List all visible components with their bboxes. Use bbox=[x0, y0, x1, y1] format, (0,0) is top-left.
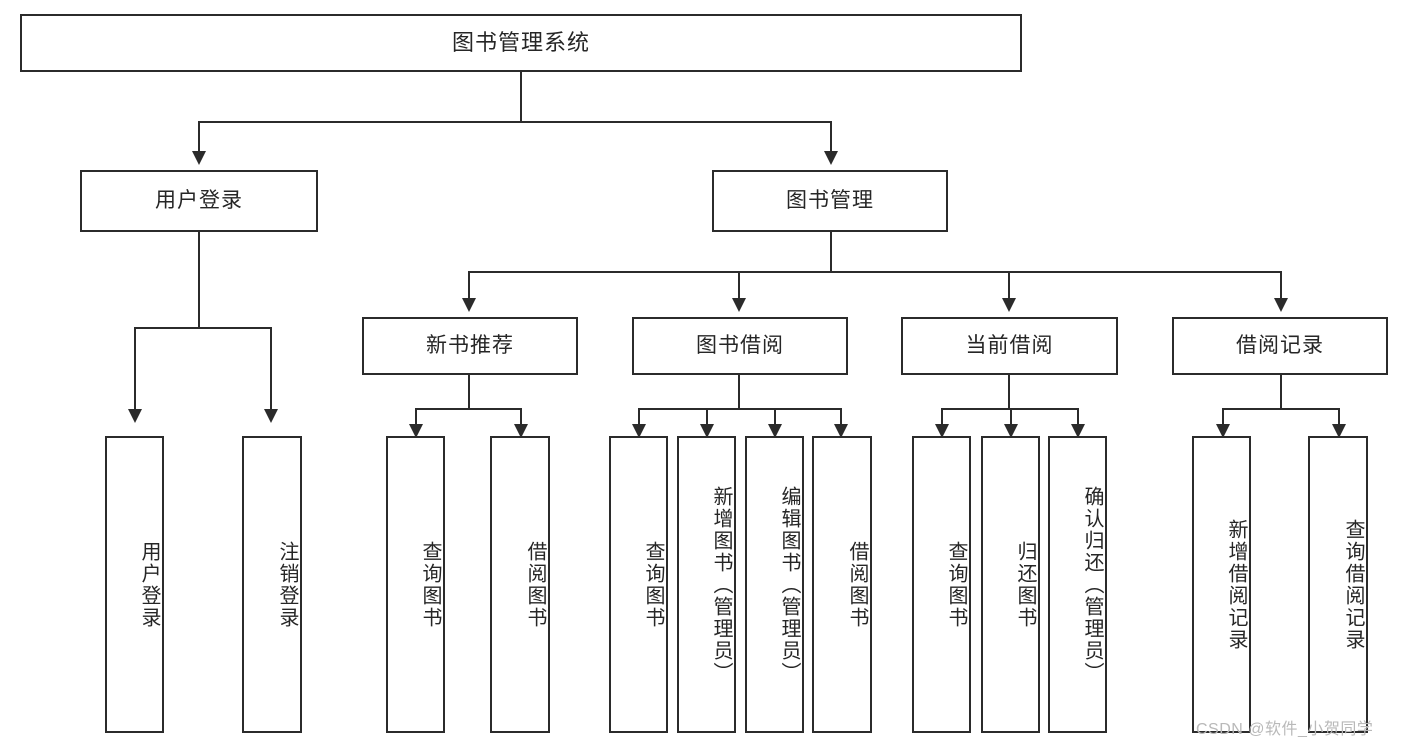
connector-current-borrow-drop-3 bbox=[1077, 408, 1079, 425]
arrowhead-to-book-manage bbox=[824, 151, 838, 165]
connector-root-drop-left bbox=[198, 121, 200, 151]
connector-new-book-drop-1 bbox=[415, 408, 417, 425]
arrowhead-to-leaf-user-login-1 bbox=[128, 409, 142, 423]
connector-book-manage-drop-1 bbox=[468, 271, 470, 298]
arrowhead-to-current-borrow bbox=[1002, 298, 1016, 312]
connector-root-bus bbox=[198, 121, 832, 123]
connector-borrow-record-drop-2 bbox=[1338, 408, 1340, 425]
connector-book-manage-stem bbox=[830, 232, 832, 272]
connector-book-manage-bus bbox=[468, 271, 1280, 273]
leaf-book-borrow-edit[interactable]: 编辑图书（管理员） bbox=[745, 436, 804, 733]
connector-current-borrow-drop-1 bbox=[941, 408, 943, 425]
arrowhead-to-leaf-borrow-record-1 bbox=[1216, 424, 1230, 438]
node-book-borrow[interactable]: 图书借阅 bbox=[632, 317, 848, 375]
node-user-login[interactable]: 用户登录 bbox=[80, 170, 318, 232]
arrowhead-to-new-book-recommend bbox=[462, 298, 476, 312]
arrowhead-to-leaf-book-borrow-4 bbox=[834, 424, 848, 438]
connector-user-login-bus bbox=[134, 327, 272, 329]
arrowhead-to-leaf-book-borrow-3 bbox=[768, 424, 782, 438]
node-new-book-recommend[interactable]: 新书推荐 bbox=[362, 317, 578, 375]
arrowhead-to-leaf-new-book-1 bbox=[409, 424, 423, 438]
connector-current-borrow-stem bbox=[1008, 375, 1010, 409]
leaf-book-borrow-query[interactable]: 查询图书 bbox=[609, 436, 668, 733]
arrowhead-to-leaf-user-login-2 bbox=[264, 409, 278, 423]
leaf-book-borrow-borrow[interactable]: 借阅图书 bbox=[812, 436, 872, 733]
connector-book-borrow-drop-4 bbox=[840, 408, 842, 425]
leaf-current-borrow-confirm[interactable]: 确认归还（管理员） bbox=[1048, 436, 1107, 733]
connector-borrow-record-drop-1 bbox=[1222, 408, 1224, 425]
node-current-borrow[interactable]: 当前借阅 bbox=[901, 317, 1118, 375]
connector-borrow-record-bus bbox=[1222, 408, 1340, 410]
arrowhead-to-leaf-book-borrow-2 bbox=[700, 424, 714, 438]
connector-book-borrow-drop-2 bbox=[706, 408, 708, 425]
connector-user-login-drop-2 bbox=[270, 327, 272, 409]
connector-book-borrow-drop-3 bbox=[774, 408, 776, 425]
arrowhead-to-leaf-current-borrow-2 bbox=[1004, 424, 1018, 438]
leaf-new-book-query[interactable]: 查询图书 bbox=[386, 436, 445, 733]
arrowhead-to-borrow-record bbox=[1274, 298, 1288, 312]
arrowhead-to-leaf-borrow-record-2 bbox=[1332, 424, 1346, 438]
leaf-user-login-login[interactable]: 用户登录 bbox=[105, 436, 164, 733]
connector-root-stem bbox=[520, 72, 522, 122]
connector-user-login-stem bbox=[198, 232, 200, 328]
connector-borrow-record-stem bbox=[1280, 375, 1282, 409]
arrowhead-to-leaf-new-book-2 bbox=[514, 424, 528, 438]
connector-book-borrow-drop-1 bbox=[638, 408, 640, 425]
arrowhead-to-user-login bbox=[192, 151, 206, 165]
arrowhead-to-leaf-current-borrow-3 bbox=[1071, 424, 1085, 438]
connector-book-borrow-bus bbox=[638, 408, 842, 410]
connector-new-book-bus bbox=[415, 408, 522, 410]
connector-new-book-drop-2 bbox=[520, 408, 522, 425]
node-book-manage[interactable]: 图书管理 bbox=[712, 170, 948, 232]
leaf-user-login-logout[interactable]: 注销登录 bbox=[242, 436, 302, 733]
leaf-new-book-borrow[interactable]: 借阅图书 bbox=[490, 436, 550, 733]
connector-user-login-drop-1 bbox=[134, 327, 136, 409]
connector-book-manage-drop-3 bbox=[1008, 271, 1010, 298]
connector-root-drop-right bbox=[830, 121, 832, 151]
arrowhead-to-leaf-current-borrow-1 bbox=[935, 424, 949, 438]
leaf-current-borrow-return[interactable]: 归还图书 bbox=[981, 436, 1040, 733]
connector-book-manage-drop-4 bbox=[1280, 271, 1282, 298]
connector-new-book-stem bbox=[468, 375, 470, 409]
leaf-borrow-record-query[interactable]: 查询借阅记录 bbox=[1308, 436, 1368, 733]
leaf-book-borrow-add[interactable]: 新增图书（管理员） bbox=[677, 436, 736, 733]
leaf-borrow-record-add[interactable]: 新增借阅记录 bbox=[1192, 436, 1251, 733]
node-borrow-record[interactable]: 借阅记录 bbox=[1172, 317, 1388, 375]
connector-book-borrow-stem bbox=[738, 375, 740, 409]
leaf-current-borrow-query[interactable]: 查询图书 bbox=[912, 436, 971, 733]
arrowhead-to-leaf-book-borrow-1 bbox=[632, 424, 646, 438]
arrowhead-to-book-borrow bbox=[732, 298, 746, 312]
connector-book-manage-drop-2 bbox=[738, 271, 740, 298]
node-root-system[interactable]: 图书管理系统 bbox=[20, 14, 1022, 72]
connector-current-borrow-drop-2 bbox=[1010, 408, 1012, 425]
